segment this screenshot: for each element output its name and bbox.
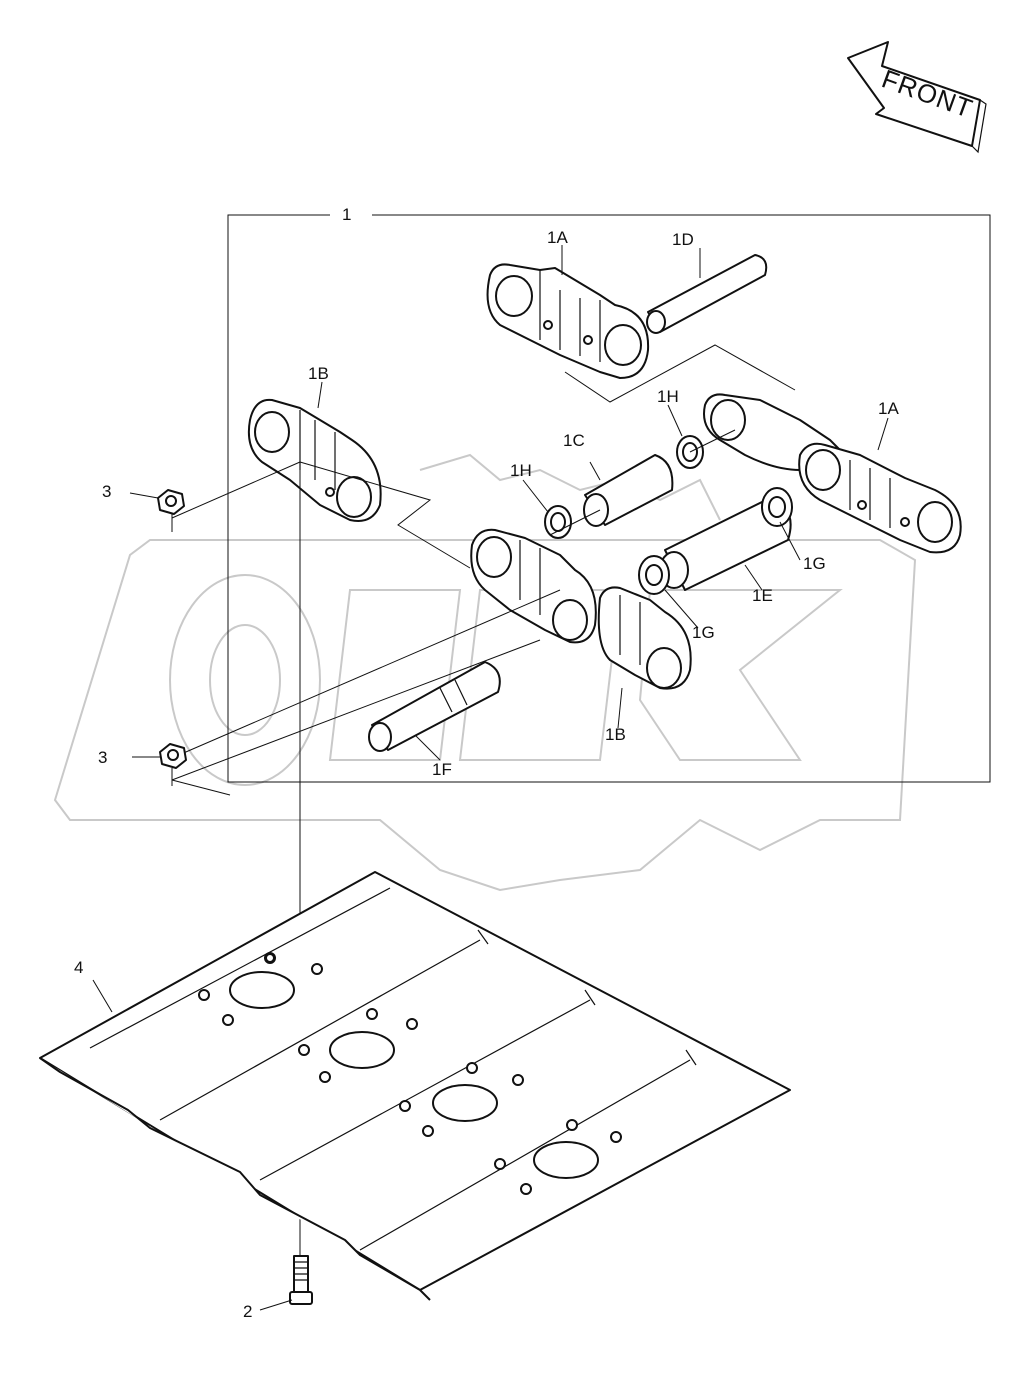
front-arrow: FRONT xyxy=(847,41,987,154)
callout-leaders xyxy=(317,245,889,761)
pin-1F xyxy=(368,661,501,752)
callout-1F: 1F xyxy=(432,760,452,779)
seal-1H-top xyxy=(676,435,704,469)
callout-1A-right: 1A xyxy=(878,399,899,418)
callout-1B-left: 1B xyxy=(308,364,329,383)
explode-leaders xyxy=(171,429,736,1290)
callout-1G-mid: 1G xyxy=(692,623,715,642)
nut-3-top xyxy=(129,489,185,532)
link-1B-left xyxy=(247,398,382,522)
callout-1H-top: 1H xyxy=(657,387,679,406)
callout-2: 2 xyxy=(243,1302,252,1321)
track-shoe-plate-4 xyxy=(39,871,791,1301)
pin-1D xyxy=(646,248,768,334)
callout-1E: 1E xyxy=(752,586,773,605)
callout-4: 4 xyxy=(74,958,83,977)
bolt-2 xyxy=(259,1255,313,1311)
link-1A-top xyxy=(486,263,650,379)
callout-labels: 1A 1D 1B 1A 1H 1C 1H 1G 1E 1G 1F 1B 3 3 … xyxy=(74,228,899,1321)
callout-3-bottom: 3 xyxy=(98,748,107,767)
seal-1H-mid xyxy=(544,505,572,539)
seal-1G-mid xyxy=(638,555,670,595)
link-1A-right xyxy=(703,393,962,554)
callout-1D: 1D xyxy=(672,230,694,249)
seal-1G-right xyxy=(761,487,793,527)
nut-3-bottom xyxy=(132,743,187,786)
callout-1H-mid: 1H xyxy=(510,461,532,480)
callout-3-top: 3 xyxy=(102,482,111,501)
leader-1A-top xyxy=(564,344,796,403)
link-1B-bottom xyxy=(470,528,692,690)
callout-1B-bottom: 1B xyxy=(605,725,626,744)
callout-1G-right: 1G xyxy=(803,554,826,573)
callout-1A-top: 1A xyxy=(547,228,568,247)
bushing-1C xyxy=(583,454,674,527)
callout-1: 1 xyxy=(342,205,351,224)
assembly-box: 1 xyxy=(227,205,991,783)
callout-1C: 1C xyxy=(563,431,585,450)
